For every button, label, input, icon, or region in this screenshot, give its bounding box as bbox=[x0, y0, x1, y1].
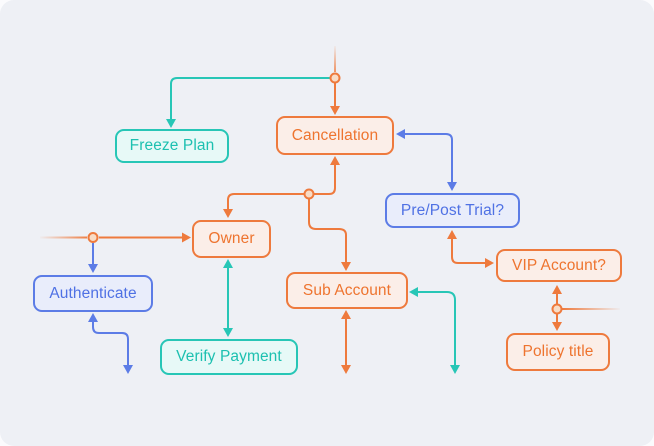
arrowhead-left-icon bbox=[409, 287, 418, 297]
node-cancellation[interactable]: Cancellation bbox=[276, 116, 394, 155]
edge-entry-top bbox=[330, 46, 340, 115]
node-label: Pre/Post Trial? bbox=[400, 201, 505, 219]
edge-cancellation-prepost-trial bbox=[396, 129, 457, 191]
edge-entry-freeze-plan bbox=[166, 77, 330, 128]
arrowhead-right-icon bbox=[182, 232, 191, 243]
arrowhead-down-icon bbox=[447, 182, 457, 191]
edge-junction-sub-account bbox=[308, 199, 351, 271]
junction-dot bbox=[87, 232, 99, 243]
edge-sub-account-right-exit bbox=[409, 287, 460, 374]
edge-prepost-vip-account bbox=[447, 230, 494, 268]
node-vip-account[interactable]: VIP Account? bbox=[496, 249, 622, 282]
arrowhead-down-icon bbox=[552, 322, 562, 331]
junction-dot bbox=[329, 72, 341, 84]
edge-vip-policy-title bbox=[552, 285, 620, 331]
arrowhead-up-icon bbox=[341, 310, 351, 319]
node-label: Authenticate bbox=[49, 284, 137, 302]
arrowhead-down-icon bbox=[330, 106, 340, 115]
arrowhead-down-icon bbox=[223, 328, 233, 337]
arrowhead-up-icon bbox=[447, 230, 457, 239]
node-label: Cancellation bbox=[291, 126, 379, 144]
node-label: Freeze Plan bbox=[129, 137, 215, 154]
arrowhead-up-icon bbox=[223, 259, 233, 268]
node-policy-title[interactable]: Policy title bbox=[506, 333, 610, 371]
node-label: Verify Payment bbox=[176, 348, 282, 365]
edge-left-owner bbox=[40, 232, 191, 243]
arrowhead-down-icon bbox=[450, 365, 460, 374]
edge-owner-verify-payment bbox=[223, 259, 233, 337]
node-label: Sub Account bbox=[302, 281, 392, 299]
node-owner[interactable]: Owner bbox=[192, 220, 271, 258]
node-label: Policy title bbox=[522, 343, 594, 360]
edge-sub-account-exit bbox=[341, 310, 351, 374]
arrowhead-down-icon bbox=[88, 264, 98, 273]
node-verify-payment[interactable]: Verify Payment bbox=[160, 339, 298, 375]
arrowhead-down-icon bbox=[123, 365, 133, 374]
edge-authenticate-exit bbox=[88, 313, 133, 374]
arrowhead-left-icon bbox=[396, 129, 405, 139]
node-pre-post-trial[interactable]: Pre/Post Trial? bbox=[385, 193, 520, 228]
arrowhead-right-icon bbox=[485, 258, 494, 268]
edge-junction-authenticate bbox=[88, 243, 98, 273]
junction-dot bbox=[303, 188, 315, 200]
arrowhead-up-icon bbox=[88, 313, 98, 322]
node-sub-account[interactable]: Sub Account bbox=[286, 272, 408, 309]
arrowhead-down-icon bbox=[341, 365, 351, 374]
arrowhead-down-icon bbox=[223, 209, 233, 218]
arrowhead-down-icon bbox=[166, 119, 176, 128]
edge-cancellation-owner bbox=[223, 156, 340, 218]
arrowhead-up-icon bbox=[552, 285, 562, 294]
arrowhead-up-icon bbox=[330, 156, 340, 165]
node-freeze-plan[interactable]: Freeze Plan bbox=[115, 129, 229, 163]
junction-dot bbox=[551, 303, 563, 315]
arrowhead-down-icon bbox=[341, 262, 351, 271]
node-label: Owner bbox=[208, 230, 255, 247]
node-authenticate[interactable]: Authenticate bbox=[33, 275, 153, 312]
node-label: VIP Account? bbox=[512, 256, 606, 274]
